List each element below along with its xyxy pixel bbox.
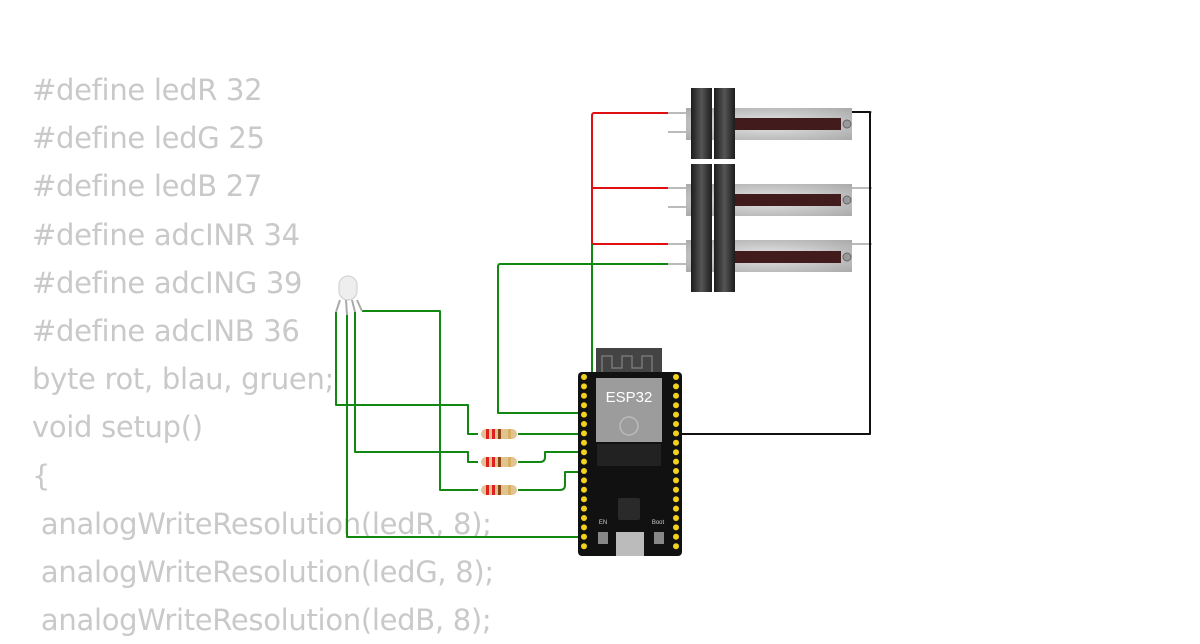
- header-pin[interactable]: [673, 496, 679, 503]
- header-pin[interactable]: [581, 458, 587, 465]
- header-pin[interactable]: [581, 421, 587, 427]
- wire-red: [591, 112, 668, 245]
- code-line: #define ledG 25: [32, 121, 265, 156]
- header-pin[interactable]: [673, 486, 679, 493]
- esp32-board[interactable]: ESP32 EN Boot: [578, 348, 682, 556]
- header-pin[interactable]: [581, 468, 587, 474]
- header-pin[interactable]: [581, 486, 587, 493]
- header-pin[interactable]: [673, 439, 679, 446]
- header-pin[interactable]: [673, 524, 679, 531]
- code-line: #define adcINR 34: [32, 217, 300, 252]
- code-line: #define ledR 32: [32, 73, 263, 107]
- espressif-logo-icon: [619, 416, 639, 436]
- header-pin[interactable]: [673, 421, 679, 427]
- code-line: analogWriteResolution(ledG, 8);: [32, 554, 494, 589]
- code-line: {: [32, 458, 51, 493]
- header-pin[interactable]: [581, 430, 587, 437]
- wire-led-gnd: [346, 315, 584, 538]
- code-line: #define adcING 39: [32, 265, 303, 300]
- header-pin[interactable]: [581, 411, 587, 418]
- pin-headers: [581, 374, 679, 550]
- slide-potentiometer-2[interactable]: [668, 184, 872, 216]
- resistor-1[interactable]: [481, 429, 517, 439]
- header-pin[interactable]: [581, 383, 587, 390]
- wire-led-g: [354, 312, 584, 463]
- wire-led-b: [362, 310, 584, 491]
- rgb-led[interactable]: [335, 275, 363, 316]
- resistor-3[interactable]: [481, 485, 517, 495]
- header-pin[interactable]: [581, 439, 587, 446]
- header-pin[interactable]: [673, 430, 679, 437]
- header-pin[interactable]: [673, 477, 679, 484]
- usb-port: [616, 532, 644, 556]
- wire-black-gnd: [680, 111, 871, 435]
- header-pin[interactable]: [673, 515, 679, 521]
- header-pin[interactable]: [673, 411, 679, 418]
- wire-green-adc: [497, 263, 668, 414]
- header-pin[interactable]: [673, 533, 679, 540]
- code-line: #define adcINB 36: [32, 313, 300, 348]
- slider-knob-2[interactable]: [691, 164, 735, 292]
- header-pin[interactable]: [581, 524, 587, 531]
- en-label: EN: [599, 520, 607, 526]
- slide-potentiometer-3[interactable]: [668, 240, 872, 272]
- code-line: void setup(): [32, 410, 203, 445]
- code-line: byte rot, blau, gruen;: [32, 362, 334, 397]
- circuit-diagram: ESP32 EN Boot: [335, 88, 872, 556]
- header-pin[interactable]: [581, 449, 587, 456]
- header-pin[interactable]: [673, 505, 679, 512]
- boot-label: Boot: [652, 520, 665, 526]
- slide-potentiometer-1[interactable]: [668, 108, 872, 140]
- header-pin[interactable]: [673, 402, 679, 409]
- boot-button[interactable]: [654, 532, 664, 544]
- header-pin[interactable]: [581, 543, 587, 550]
- slider-knob-1[interactable]: [691, 88, 735, 159]
- header-pin[interactable]: [673, 383, 679, 390]
- board-label: ESP32: [606, 389, 653, 406]
- header-pin[interactable]: [581, 374, 587, 380]
- header-pin[interactable]: [581, 515, 587, 521]
- header-pin[interactable]: [673, 543, 679, 550]
- header-pin[interactable]: [581, 477, 587, 484]
- header-pin[interactable]: [581, 496, 587, 503]
- header-pin[interactable]: [581, 402, 587, 409]
- header-pin[interactable]: [673, 374, 679, 380]
- resistor-2[interactable]: [481, 457, 517, 467]
- header-pin[interactable]: [673, 468, 679, 474]
- wire-led-r: [335, 312, 584, 435]
- header-pin[interactable]: [581, 505, 587, 512]
- code-line: analogWriteResolution(ledR, 8);: [32, 506, 492, 541]
- header-pin[interactable]: [673, 392, 679, 399]
- header-pin[interactable]: [673, 449, 679, 456]
- en-button[interactable]: [598, 532, 608, 544]
- header-pin[interactable]: [581, 392, 587, 399]
- header-pin[interactable]: [581, 533, 587, 540]
- header-pin[interactable]: [673, 458, 679, 465]
- code-line: #define ledB 27: [32, 169, 263, 204]
